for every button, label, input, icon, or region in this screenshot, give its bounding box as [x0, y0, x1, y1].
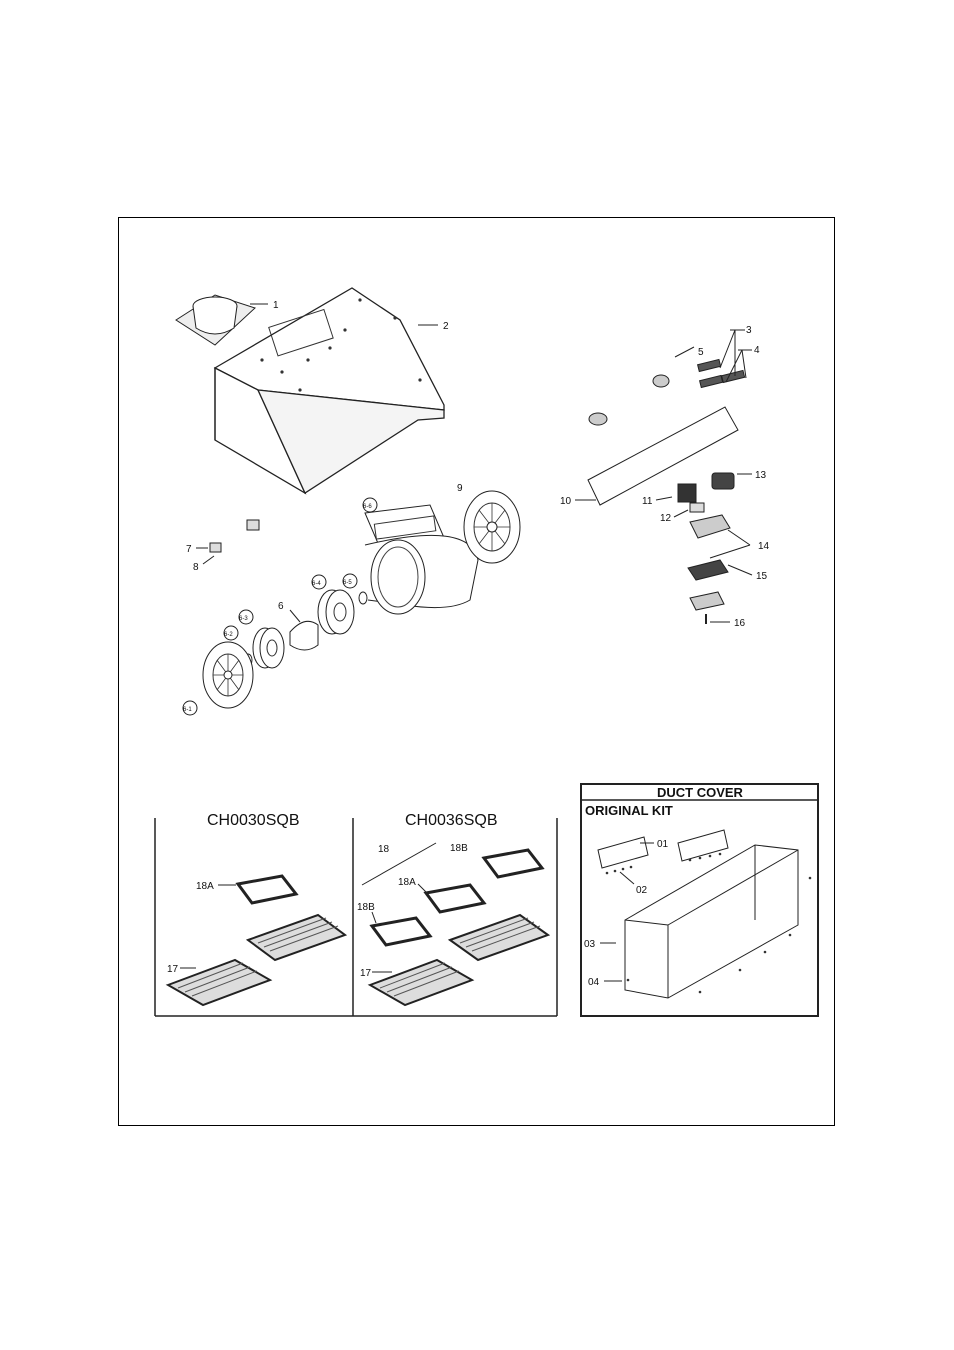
part-label-6-2: 6-2 — [224, 632, 233, 638]
part-label-6-4: 6-4 — [312, 581, 321, 587]
control-panel-drawing — [588, 359, 745, 624]
part-label-9: 9 — [457, 483, 463, 494]
part-label-4: 4 — [754, 345, 760, 356]
label-18a-left: 18A — [196, 881, 214, 892]
blower-cover-9-drawing — [464, 491, 520, 563]
part-label-13: 13 — [755, 470, 767, 481]
model-title-ch0030sqb: CH0030SQB — [207, 812, 300, 829]
label-18b-bottom-right: 18B — [357, 902, 375, 913]
model-title-ch0036sqb: CH0036SQB — [405, 812, 498, 829]
duct-label-03: 03 — [584, 939, 596, 950]
part-label-3: 3 — [746, 325, 752, 336]
duct-cover-title: DUCT COVER — [657, 785, 744, 800]
part-label-6-6: 6-6 — [363, 504, 372, 510]
part-label-10: 10 — [560, 496, 572, 507]
part-label-6: 6 — [278, 601, 284, 612]
right-panel-filters — [370, 850, 548, 1005]
duct-collar-drawing — [176, 295, 255, 345]
part-label-5: 5 — [698, 347, 704, 358]
duct-label-04: 04 — [588, 977, 600, 988]
part-label-7: 7 — [186, 544, 192, 555]
hood-body-drawing — [215, 288, 444, 493]
blower-wheels-drawing — [203, 590, 367, 708]
part-label-16: 16 — [734, 618, 746, 629]
duct-label-02: 02 — [636, 885, 648, 896]
part-label-12: 12 — [660, 513, 672, 524]
clip-7-8-drawing — [210, 520, 259, 552]
label-18b-top-right: 18B — [450, 843, 468, 854]
label-18-right: 18 — [378, 844, 390, 855]
left-panel-filters — [168, 876, 345, 1005]
duct-label-01: 01 — [657, 839, 669, 850]
part-label-8: 8 — [193, 562, 199, 573]
label-17-right: 17 — [360, 968, 372, 979]
part-label-6-1: 6-1 — [183, 707, 192, 713]
part-label-14: 14 — [758, 541, 770, 552]
label-18a-right: 18A — [398, 877, 416, 888]
part-label-6-5: 6-5 — [343, 580, 352, 586]
part-label-2: 2 — [443, 321, 449, 332]
label-17-left: 17 — [167, 964, 179, 975]
part-label-6-3: 6-3 — [239, 616, 248, 622]
part-label-1: 1 — [273, 300, 279, 311]
duct-cover-subtitle: ORIGINAL KIT — [585, 803, 673, 818]
blower-housing-drawing — [365, 505, 478, 614]
part-label-11: 11 — [642, 496, 653, 507]
part-label-15: 15 — [756, 571, 768, 582]
